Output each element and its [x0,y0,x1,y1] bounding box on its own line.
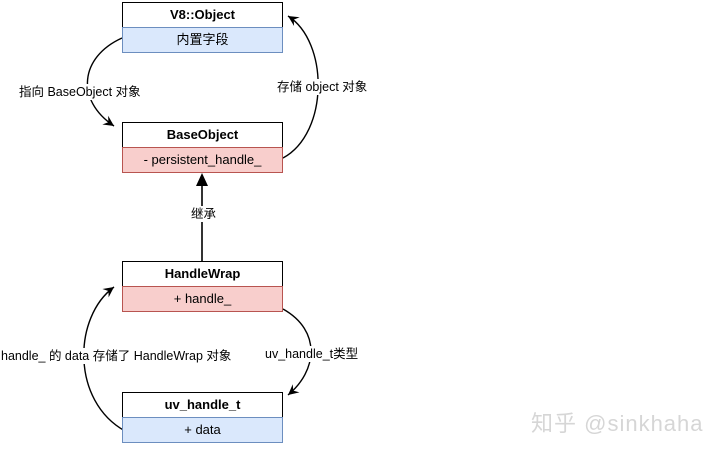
node-handle-wrap: HandleWrap + handle_ [122,261,283,312]
node-uv-handle-t: uv_handle_t + data [122,392,283,443]
node-field: + data [122,417,283,443]
node-field: - persistent_handle_ [122,147,283,173]
edge-label-stores-object: 存储 object 对象 [274,79,371,95]
node-field: 内置字段 [122,27,283,53]
node-v8-object: V8::Object 内置字段 [122,2,283,53]
edge-label-points-to-baseobject: 指向 BaseObject 对象 [16,84,144,100]
node-title: V8::Object [122,2,283,28]
inheritance-arrowhead [196,173,208,186]
node-title: HandleWrap [122,261,283,287]
edge-label-inherit: 继承 [188,206,220,222]
zhihu-watermark: 知乎 @sinkhaha [531,411,704,436]
edge-v8-to-baseobject [86,37,123,127]
node-title: uv_handle_t [122,392,283,418]
node-title: BaseObject [122,122,283,148]
node-field: + handle_ [122,286,283,312]
edge-label-uv-handle-t-type: uv_handle_t类型 [262,346,362,362]
edge-label-data-stores-handlewrap: handle_ 的 data 存储了 HandleWrap 对象 [0,348,235,364]
node-base-object: BaseObject - persistent_handle_ [122,122,283,173]
